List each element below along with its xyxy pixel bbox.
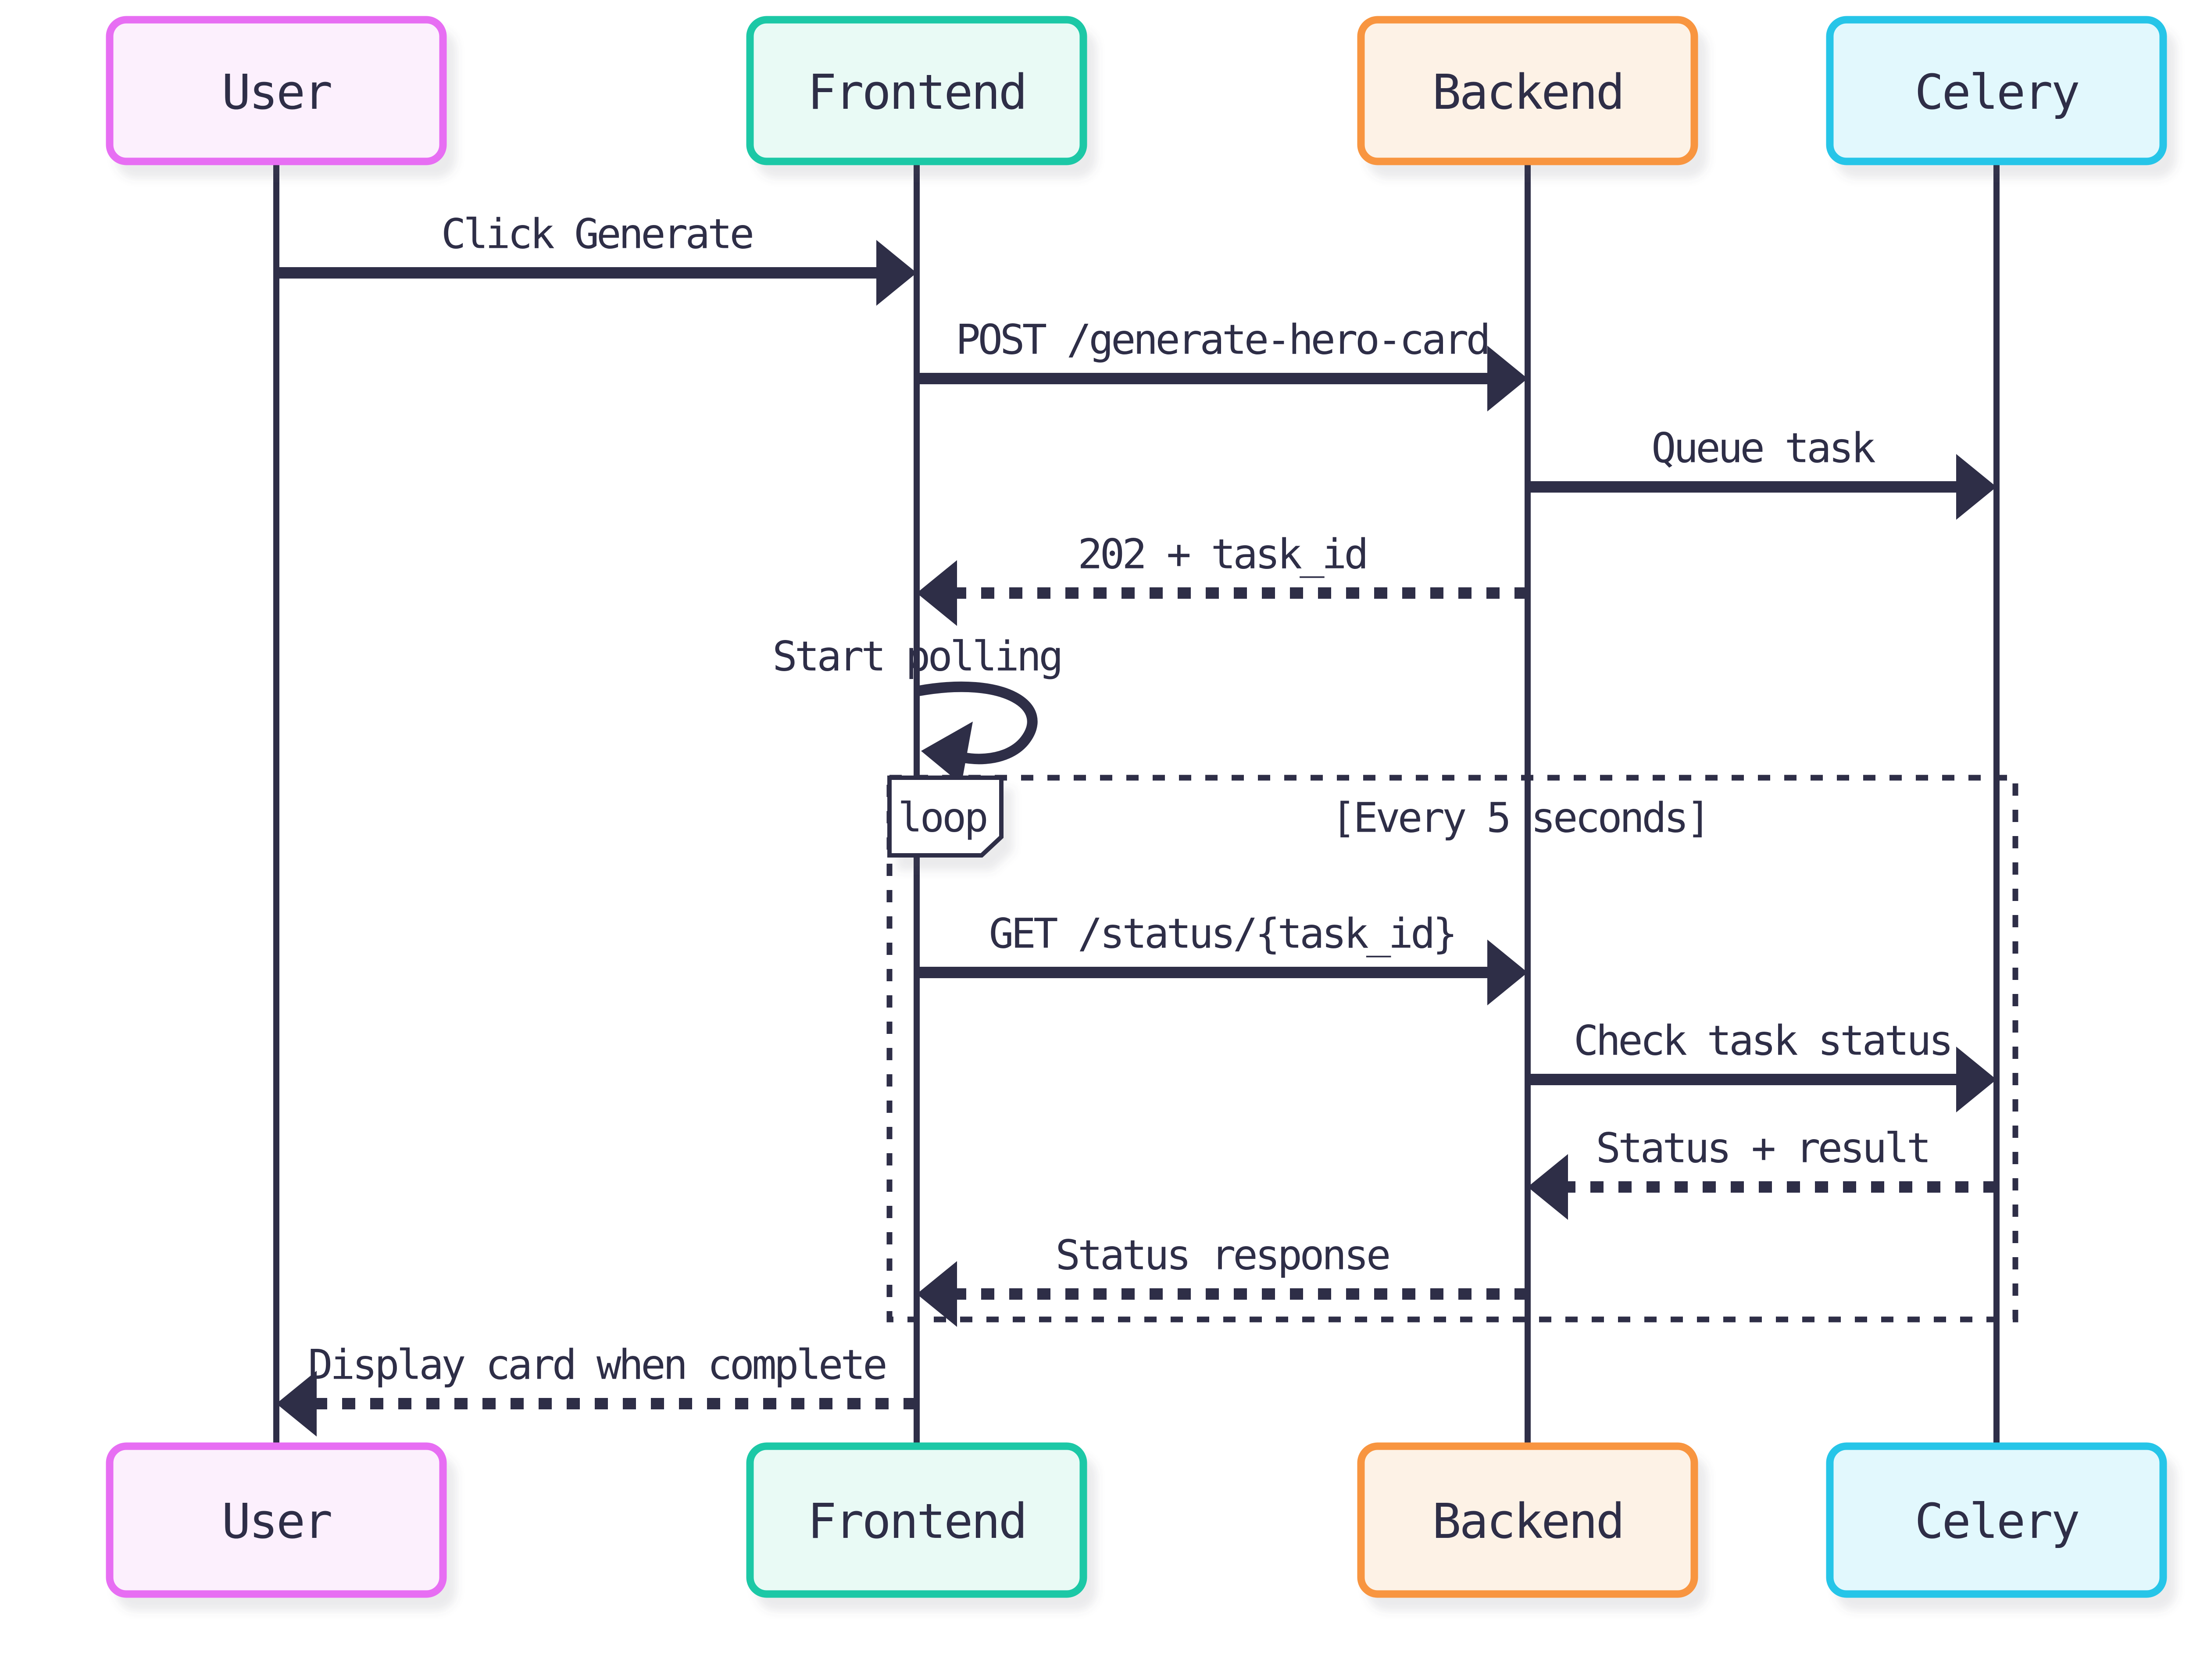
arrowhead-left-icon [917,1261,957,1327]
message-start-polling: Start polling [772,633,1064,784]
actor-user-bottom: User [106,1442,447,1598]
message-label: 202 + task_id [1078,531,1366,579]
actor-user-top: User [106,16,447,165]
message-label: Start polling [772,633,1061,681]
loop-block: [Every 5 seconds] [886,775,2018,1323]
actor-backend-label: Backend [1432,64,1623,120]
message-click-generate: Click Generate [276,211,917,306]
arrowhead-left-icon [917,560,957,626]
arrowhead-right-icon [1956,1047,1997,1112]
message-status-response: Status response [917,1232,1528,1327]
actor-backend-top: Backend [1357,16,1698,165]
actor-frontend-label: Frontend [807,1493,1026,1549]
actor-backend-label: Backend [1432,1493,1623,1549]
message-202-task-id: 202 + task_id [917,531,1528,626]
message-queue-task: Queue task [1528,425,1997,520]
actor-backend-box [1357,16,1698,165]
loop-tag-group: loop [887,776,1004,858]
message-label: POST /generate-hero-card [956,316,1488,364]
arrowhead-left-icon [276,1371,317,1437]
actor-frontend-top: Frontend [746,16,1087,165]
loop-frame-border [886,775,2018,1323]
message-label: Status + result [1596,1125,1929,1172]
message-check-task-status: Check task status [1528,1017,1997,1112]
actor-user-box [106,16,447,165]
actor-frontend-box [746,1442,1087,1598]
arrowhead-right-icon [1487,940,1528,1005]
actor-frontend-label: Frontend [807,64,1026,120]
message-label: Click Generate [441,211,753,258]
actor-celery-top: Celery [1826,16,2167,165]
actor-user-label: User [222,64,332,120]
loop-condition-label: [Every 5 seconds] [1331,794,1708,842]
message-get-status: GET /status/{task_id} [917,910,1528,1005]
actor-backend-box [1357,1442,1698,1598]
actor-celery-bottom: Celery [1826,1442,2167,1598]
actor-frontend-box [746,16,1087,165]
actor-celery-box [1826,16,2167,165]
loop-title-label: loop [898,794,986,841]
actor-celery-box [1826,1442,2167,1598]
arrowhead-left-icon [1528,1154,1568,1220]
arrowhead-right-icon [876,240,917,306]
actor-frontend-bottom: Frontend [746,1442,1087,1598]
message-label: Check task status [1574,1017,1951,1065]
actor-celery-label: Celery [1914,1493,2078,1549]
actors-top: User Frontend Backend Celery [106,16,2167,165]
message-display-card: Display card when complete [276,1341,917,1437]
arrowhead-self-icon [921,722,973,784]
message-status-result: Status + result [1528,1125,1997,1220]
actor-user-label: User [222,1493,332,1549]
arrowhead-right-icon [1487,346,1528,411]
actors-bottom: User Frontend Backend Celery [106,1442,2167,1598]
message-label: Display card when complete [308,1341,886,1389]
loop-tag-box [887,776,1004,858]
message-label: GET /status/{task_id} [989,910,1455,958]
actor-celery-label: Celery [1914,64,2078,120]
arrowhead-right-icon [1956,454,1997,520]
message-post-generate-hero-card: POST /generate-hero-card [917,316,1528,411]
message-label: Status response [1056,1232,1389,1280]
self-loop-curve [918,681,1038,765]
actor-backend-bottom: Backend [1357,1442,1698,1598]
message-label: Queue task [1651,425,1875,472]
actor-user-box [106,1442,447,1598]
